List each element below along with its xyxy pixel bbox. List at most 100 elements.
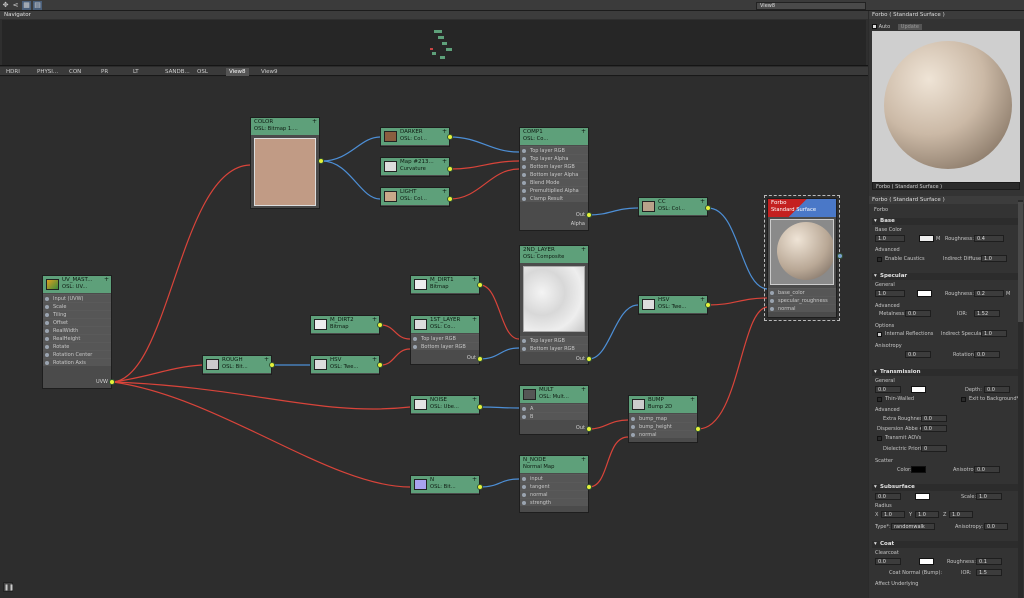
section-coat[interactable]: Coat bbox=[872, 541, 1020, 548]
navigator-minimap[interactable] bbox=[2, 20, 866, 65]
output-port[interactable] bbox=[586, 212, 592, 218]
tab-view8[interactable]: View8 bbox=[226, 68, 249, 76]
input-pin[interactable]: Bottom layer Alpha bbox=[520, 170, 588, 178]
expand-icon[interactable]: + bbox=[441, 128, 447, 135]
input-pin[interactable]: Blend Mode bbox=[520, 178, 588, 186]
exit-background-checkbox[interactable] bbox=[961, 397, 966, 402]
subsurface-weight-field[interactable]: 0.0 bbox=[875, 493, 901, 500]
input-pin[interactable]: Scale bbox=[43, 302, 111, 310]
update-button[interactable]: Update bbox=[897, 24, 922, 30]
input-pin[interactable]: Tiling bbox=[43, 310, 111, 318]
input-pin[interactable]: Input (UVW) bbox=[43, 294, 111, 302]
expand-icon[interactable]: + bbox=[311, 118, 317, 125]
metalness-field[interactable]: 0.0 bbox=[905, 310, 931, 317]
input-pin[interactable]: Bottom layer RGB bbox=[520, 162, 588, 170]
expand-icon[interactable]: + bbox=[580, 128, 586, 135]
input-pin[interactable]: Clamp Result bbox=[520, 194, 588, 202]
pause-icon[interactable]: ❚❚ bbox=[3, 582, 15, 592]
subsurface-anisotropy-field[interactable]: 0.0 bbox=[984, 523, 1008, 530]
input-pin[interactable]: Top layer RGB bbox=[520, 146, 588, 154]
tab-sandb[interactable]: SANDB... bbox=[165, 69, 190, 75]
coat-roughness-field[interactable]: 0.1 bbox=[976, 558, 1002, 565]
caustics-checkbox[interactable] bbox=[877, 257, 882, 262]
section-base[interactable]: Base bbox=[872, 218, 1020, 225]
indirect-specular-field[interactable]: 1.0 bbox=[981, 330, 1007, 337]
tab-con[interactable]: CON bbox=[69, 69, 82, 75]
input-pin[interactable]: input bbox=[520, 474, 588, 482]
expand-icon[interactable]: + bbox=[371, 356, 377, 363]
input-pin[interactable]: Top layer RGB bbox=[520, 336, 588, 344]
expand-icon[interactable]: + bbox=[371, 316, 377, 323]
input-pin-base-color[interactable]: base_color bbox=[768, 288, 836, 296]
tab-hdri[interactable]: HDRI bbox=[6, 69, 20, 75]
output-port[interactable] bbox=[837, 253, 843, 259]
input-pin[interactable]: RealWidth bbox=[43, 326, 111, 334]
thin-walled-checkbox[interactable] bbox=[877, 397, 882, 402]
expand-icon[interactable]: + bbox=[103, 276, 109, 283]
scrollbar-thumb[interactable] bbox=[1018, 202, 1023, 322]
input-pin[interactable]: Top layer RGB bbox=[411, 334, 479, 342]
depth-field[interactable]: 0.0 bbox=[984, 386, 1010, 393]
preview-material-combo[interactable]: Forbo ( Standard Surface ) bbox=[872, 182, 1020, 190]
material-name[interactable]: Forbo bbox=[874, 207, 889, 213]
expand-icon[interactable]: + bbox=[580, 456, 586, 463]
transmission-color-swatch[interactable] bbox=[911, 386, 926, 393]
tab-view9[interactable]: View9 bbox=[261, 69, 278, 75]
tab-pr[interactable]: PR bbox=[101, 69, 109, 75]
layout-icon[interactable]: ▦ bbox=[22, 1, 31, 10]
expand-icon[interactable]: + bbox=[471, 316, 477, 323]
base-weight-field[interactable]: 1.0 bbox=[875, 235, 905, 242]
panel-icon[interactable]: ▤ bbox=[33, 1, 42, 10]
input-pin-normal[interactable]: normal bbox=[768, 304, 836, 312]
auto-checkbox[interactable] bbox=[872, 24, 877, 29]
input-pin[interactable]: Rotation Center bbox=[43, 350, 111, 358]
input-pin[interactable]: Rotate bbox=[43, 342, 111, 350]
specular-map-button[interactable]: M bbox=[1006, 291, 1011, 297]
radius-y-field[interactable]: 1.0 bbox=[915, 511, 939, 518]
output-port[interactable] bbox=[377, 322, 383, 328]
expand-icon[interactable]: + bbox=[689, 396, 695, 403]
base-map-button[interactable]: M bbox=[936, 236, 941, 242]
expand-icon[interactable]: + bbox=[441, 188, 447, 195]
base-color-swatch[interactable] bbox=[919, 235, 934, 242]
node-curvature-map[interactable]: Map #213...Curvature+ bbox=[380, 157, 450, 177]
radius-z-field[interactable]: 1.0 bbox=[949, 511, 973, 518]
output-port[interactable] bbox=[477, 404, 483, 410]
tab-osl[interactable]: OSL bbox=[197, 69, 208, 75]
output-port[interactable] bbox=[447, 196, 453, 202]
output-port[interactable] bbox=[586, 426, 592, 432]
input-pin[interactable]: Offset bbox=[43, 318, 111, 326]
output-port[interactable] bbox=[695, 426, 701, 432]
view-selector[interactable]: View8 bbox=[756, 2, 866, 10]
section-transmission[interactable]: Transmission bbox=[872, 369, 1020, 376]
input-pin[interactable]: tangent bbox=[520, 482, 588, 490]
output-port[interactable] bbox=[477, 356, 483, 362]
radius-x-field[interactable]: 1.0 bbox=[881, 511, 905, 518]
output-port[interactable] bbox=[447, 134, 453, 140]
extra-roughness-field[interactable]: 0.0 bbox=[921, 415, 947, 422]
dielectric-priority-field[interactable]: 0 bbox=[921, 445, 947, 452]
input-pin[interactable]: Bottom layer RGB bbox=[411, 342, 479, 350]
input-pin[interactable]: Rotation Axis bbox=[43, 358, 111, 366]
specular-weight-field[interactable]: 1.0 bbox=[875, 290, 905, 297]
coat-ior-field[interactable]: 1.5 bbox=[976, 569, 1002, 576]
output-port[interactable] bbox=[477, 282, 483, 288]
output-port[interactable] bbox=[586, 356, 592, 362]
anisotropy-field[interactable]: 0.0 bbox=[905, 351, 931, 358]
output-port[interactable] bbox=[705, 302, 711, 308]
subsurface-type-select[interactable]: randomwalk bbox=[891, 523, 935, 530]
output-port[interactable] bbox=[477, 484, 483, 490]
